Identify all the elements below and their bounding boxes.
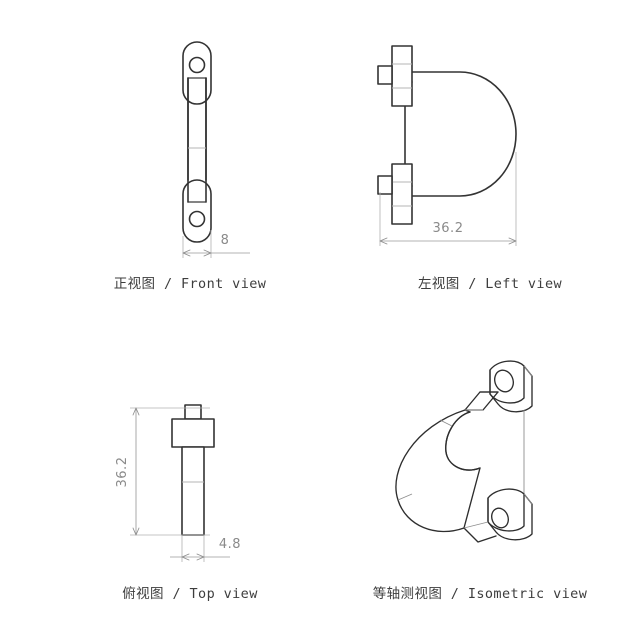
top-view-drawing: 36.2 4.8 bbox=[115, 404, 241, 562]
iso-lower-lug bbox=[487, 488, 533, 541]
top-dim-thickness-label: 4.8 bbox=[219, 537, 241, 552]
iso-body-outer bbox=[395, 409, 481, 533]
left-view-pane: 36.2 左视图 / Left view bbox=[350, 20, 630, 292]
iso-lower-lug-edge bbox=[523, 493, 533, 505]
front-top-hole bbox=[188, 56, 206, 74]
top-dim-arrow-up bbox=[132, 407, 140, 416]
left-dim-arrow-right bbox=[508, 237, 517, 245]
top-view-pane: 36.2 4.8 俯视图 / Top view bbox=[60, 330, 320, 602]
left-dim-depth-label: 36.2 bbox=[433, 221, 464, 236]
front-bottom-hole bbox=[188, 210, 206, 228]
iso-arm-top bbox=[464, 391, 499, 411]
iso-body-crease-left bbox=[397, 493, 413, 501]
front-view-drawing: 8 bbox=[182, 41, 250, 258]
top-dim-arrow-left2 bbox=[181, 553, 190, 561]
left-view-drawing: 36.2 bbox=[377, 45, 517, 246]
iso-upper-lug bbox=[489, 360, 533, 413]
left-top-tab bbox=[391, 45, 413, 107]
front-view-pane: 8 正视图 / Front view bbox=[60, 20, 320, 292]
left-bottom-nub bbox=[377, 175, 393, 195]
left-body-arc bbox=[411, 71, 517, 197]
iso-lower-lug-hole bbox=[491, 507, 509, 529]
isometric-view-pane: 等轴测视图 / Isometric view bbox=[340, 330, 620, 602]
iso-upper-lug-hole bbox=[494, 369, 514, 393]
iso-arm-lower-crease bbox=[463, 521, 489, 529]
top-dim-arrow-down bbox=[132, 527, 140, 536]
top-dim-length-label: 36.2 bbox=[115, 457, 130, 488]
iso-upper-lug-edge bbox=[523, 365, 533, 377]
front-view-caption: 正视图 / Front view bbox=[113, 276, 267, 292]
iso-lower-lug-face bbox=[487, 493, 525, 532]
front-dim-arrow-left bbox=[182, 249, 191, 257]
left-view-caption: 左视图 / Left view bbox=[417, 276, 563, 292]
front-dim-arrow-right bbox=[203, 249, 212, 257]
iso-body-inner-edge bbox=[445, 411, 481, 471]
top-head-block bbox=[171, 418, 215, 448]
iso-body-crease-mid bbox=[439, 419, 453, 427]
top-shaft bbox=[181, 446, 205, 536]
iso-upper-lug-face bbox=[489, 365, 525, 404]
left-dim-arrow-left bbox=[379, 237, 388, 245]
top-nub bbox=[184, 404, 202, 420]
front-bottom-lug bbox=[182, 179, 212, 243]
isometric-view-drawing bbox=[395, 360, 533, 543]
iso-arm-lower bbox=[463, 527, 497, 543]
isometric-view-caption: 等轴测视图 / Isometric view bbox=[372, 586, 588, 602]
left-bottom-tab bbox=[391, 163, 413, 225]
left-top-nub bbox=[377, 65, 393, 85]
top-view-caption: 俯视图 / Top view bbox=[122, 586, 258, 602]
front-dim-width-label: 8 bbox=[221, 233, 230, 248]
top-dim-arrow-right2 bbox=[196, 553, 205, 561]
